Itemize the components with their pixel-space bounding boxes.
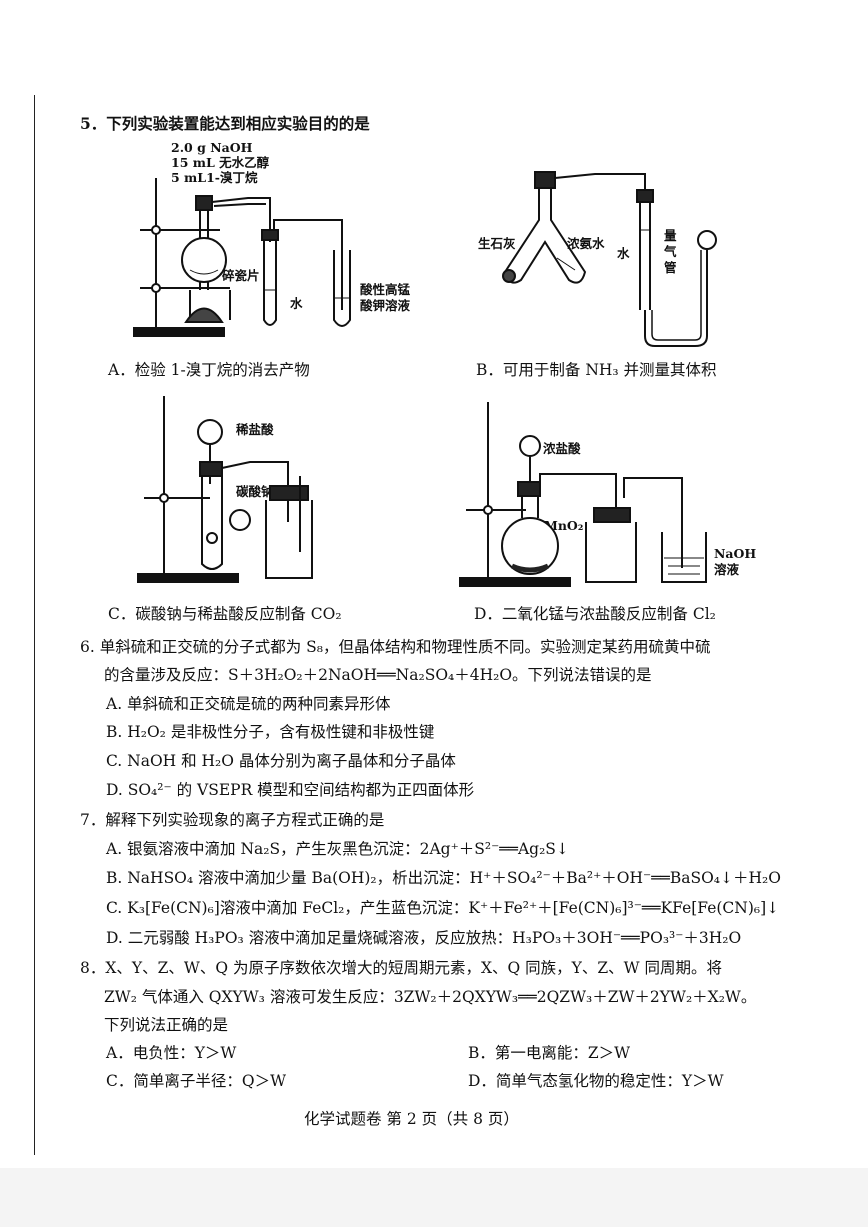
figA-label-kmno4-1: 酸性高锰 — [360, 282, 411, 297]
q8-option-d: D．简单气态氢化物的稳定性：Y＞W — [468, 1072, 724, 1090]
figD-apparatus — [459, 402, 707, 587]
q8-option-a: A．电负性：Y＞W — [106, 1044, 237, 1062]
q6-option-a: A. 单斜硫和正交硫是硫的两种同素异形体 — [106, 695, 391, 713]
footer-band — [0, 1168, 868, 1227]
figB-caption: B．可用于制备 NH₃ 并测量其体积 — [476, 361, 717, 379]
figA-label-naoh: 2.0 g NaOH — [171, 140, 253, 155]
figA-caption: A．检验 1-溴丁烷的消去产物 — [108, 361, 310, 379]
q8-stem-line3: 下列说法正确的是 — [104, 1016, 229, 1034]
q6-option-b: B. H₂O₂ 是非极性分子，含有极性键和非极性键 — [106, 723, 435, 741]
figA-label-bromobutane: 5 mL1-溴丁烷 — [171, 170, 258, 185]
figA-apparatus — [133, 178, 351, 337]
q6-stem-line1: 6. 单斜硫和正交硫的分子式都为 S₈，但晶体结构和物理性质不同。实验测定某药用… — [80, 638, 711, 656]
figD-label-solution: 溶液 — [714, 562, 740, 577]
figD-label-conc-hcl: 浓盐酸 — [543, 441, 581, 456]
q8-stem-line2: ZW₂ 气体通入 QXYW₃ 溶液可发生反应：3ZW₂＋2QXYW₃══2QZW… — [104, 988, 757, 1006]
figB-label-ammonia: 浓氨水 — [567, 236, 605, 251]
figA-label-ethanol: 15 mL 无水乙醇 — [171, 155, 270, 170]
figB-label-gauge-3: 管 — [664, 260, 677, 275]
figC-apparatus — [137, 396, 313, 583]
q7-option-a: A. 银氨溶液中滴加 Na₂S，产生灰黑色沉淀：2Ag⁺＋S²⁻══Ag₂S↓ — [106, 840, 569, 858]
figB-label-gauge-1: 量 — [664, 228, 677, 243]
q8-option-b: B．第一电离能：Z＞W — [468, 1044, 631, 1062]
figD-label-naoh: NaOH — [714, 546, 757, 561]
figA-label-porcelain: 碎瓷片 — [222, 268, 260, 283]
q8-option-c: C．简单离子半径：Q＞W — [106, 1072, 286, 1090]
figA-label-water: 水 — [290, 296, 303, 311]
figC-label-na2co3: 碳酸钠 — [236, 484, 274, 499]
q7-option-d: D. 二元弱酸 H₃PO₃ 溶液中滴加足量烧碱溶液，反应放热：H₃PO₃＋3OH… — [106, 929, 742, 947]
figD-caption: D．二氧化锰与浓盐酸反应制备 Cl₂ — [474, 605, 716, 623]
figC-caption: C．碳酸钠与稀盐酸反应制备 CO₂ — [108, 605, 342, 623]
q6-option-c: C. NaOH 和 H₂O 晶体分别为离子晶体和分子晶体 — [106, 752, 456, 770]
q6-stem-line2: 的含量涉及反应：S＋3H₂O₂＋2NaOH══Na₂SO₄＋4H₂O。下列说法错… — [104, 666, 652, 684]
q7-option-b: B. NaHSO₄ 溶液中滴加少量 Ba(OH)₂，析出沉淀：H⁺＋SO₄²⁻＋… — [106, 869, 781, 887]
figA-label-kmno4-2: 酸钾溶液 — [360, 298, 411, 313]
q6-option-d: D. SO₄²⁻ 的 VSEPR 模型和空间结构都为正四面体形 — [106, 781, 475, 799]
binding-margin-line — [34, 95, 35, 1155]
q5-stem: 5．下列实验装置能达到相应实验目的的是 — [80, 114, 370, 133]
q7-option-c: C. K₃[Fe(CN)₆]溶液中滴加 FeCl₂，产生蓝色沉淀：K⁺＋Fe²⁺… — [106, 899, 780, 917]
figC-label-hcl: 稀盐酸 — [236, 422, 274, 437]
figD-label-mno2: MnO₂ — [544, 518, 584, 533]
page-footer: 化学试题卷 第 2 页（共 8 页） — [304, 1110, 519, 1128]
figB-label-water: 水 — [617, 246, 630, 261]
q8-stem-line1: 8．X、Y、Z、W、Q 为原子序数依次增大的短周期元素，X、Q 同族，Y、Z、W… — [80, 959, 722, 977]
q7-stem: 7．解释下列实验现象的离子方程式正确的是 — [80, 811, 385, 829]
figB-apparatus — [502, 171, 717, 347]
figB-label-quicklime: 生石灰 — [478, 236, 516, 251]
figB-label-gauge-2: 气 — [664, 244, 677, 259]
